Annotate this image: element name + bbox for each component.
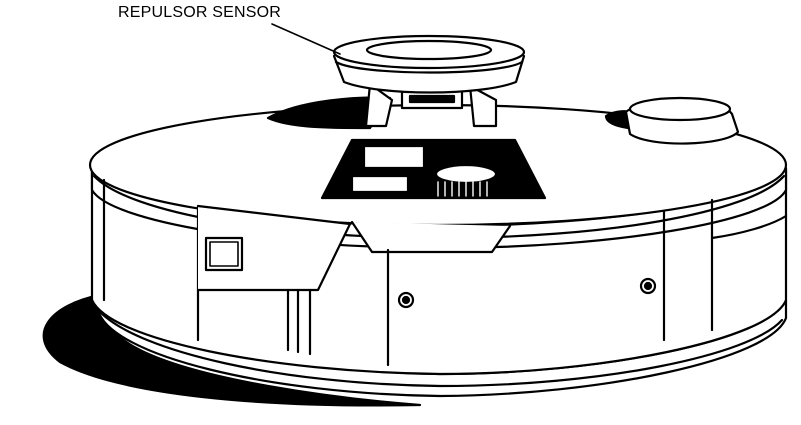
ground-shadow (42, 293, 422, 407)
repulsor-sensor-lens (365, 39, 493, 61)
front-bezel (350, 220, 512, 254)
hatch-dial (434, 163, 498, 185)
repulsor-sensor-ring (334, 60, 524, 74)
hatch-panel-left (362, 144, 426, 170)
bolt-left (397, 291, 415, 309)
right-side-shelf (710, 214, 788, 240)
bolt-right (639, 277, 657, 295)
hatch-grille (437, 181, 488, 197)
base-skirt-rim (98, 310, 784, 388)
repulsor-sensor-label: REPULSOR SENSOR (118, 4, 282, 21)
sensor-mount-right (468, 84, 498, 128)
side-dome-top (628, 96, 732, 122)
sensor-mount-core-dark (408, 94, 456, 104)
left-panel-switch-inner (209, 241, 239, 267)
callout-leader-line (271, 23, 341, 55)
hatch-panel-small (350, 174, 410, 194)
sensor-mount-left (364, 82, 394, 128)
